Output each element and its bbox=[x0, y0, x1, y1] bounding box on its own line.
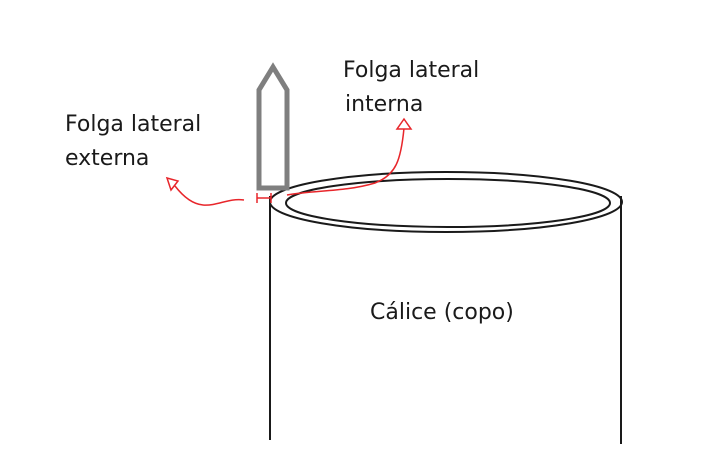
cup-label: Cálice (copo) bbox=[370, 300, 514, 325]
pillar bbox=[256, 62, 290, 191]
arrow-internal-gap bbox=[286, 117, 413, 196]
external-gap-label-line2: externa bbox=[65, 146, 150, 171]
arrow-internal-head bbox=[395, 117, 413, 130]
cup-rim-outer bbox=[269, 171, 623, 233]
cup bbox=[269, 171, 623, 444]
gap-marker bbox=[256, 193, 272, 203]
external-gap-label-line1: Folga lateral bbox=[65, 112, 202, 137]
internal-gap-label-line2: interna bbox=[345, 92, 424, 117]
internal-gap-label-line1: Folga lateral bbox=[343, 58, 480, 83]
arrow-external-gap bbox=[165, 176, 245, 206]
cup-rim-inner bbox=[285, 178, 611, 228]
arrow-external-head bbox=[165, 176, 180, 192]
